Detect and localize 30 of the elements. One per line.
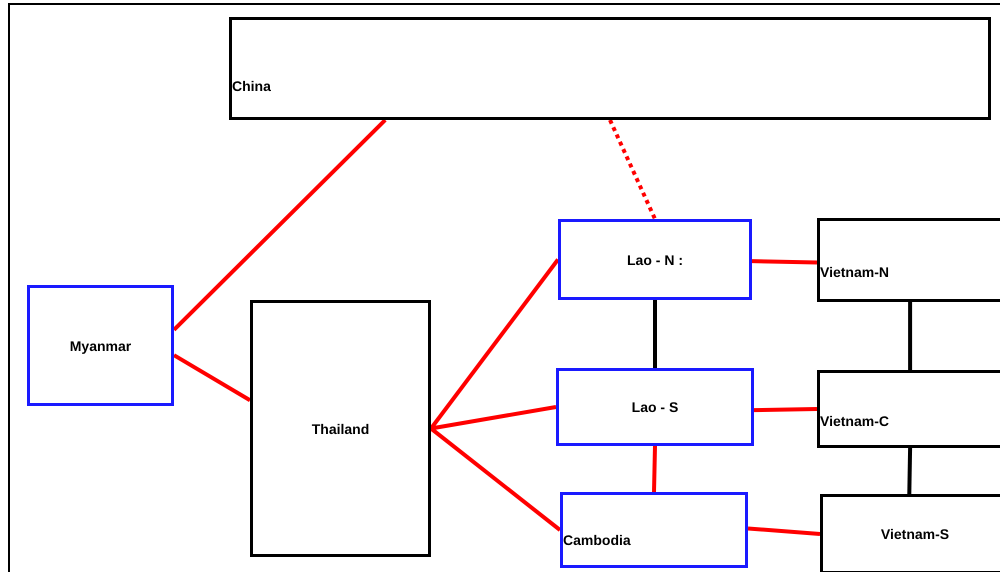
country-box xyxy=(560,492,748,568)
country-box xyxy=(817,370,1000,448)
connector-line xyxy=(172,353,252,402)
country-box xyxy=(27,285,174,406)
country-label: Lao - S xyxy=(632,399,678,415)
country-label: Vietnam-N xyxy=(820,264,889,280)
country-label: Myanmar xyxy=(70,338,132,354)
connector-line xyxy=(907,448,912,494)
connector-line xyxy=(754,407,818,412)
country-box xyxy=(250,300,431,557)
connector-line xyxy=(752,259,818,265)
country-label: China xyxy=(232,78,271,94)
connector-line xyxy=(430,405,556,430)
connector-line xyxy=(908,302,912,370)
country-box xyxy=(820,494,1000,572)
country-box xyxy=(817,218,1000,302)
connector-line xyxy=(430,426,562,532)
country-label: Vietnam-C xyxy=(820,413,889,429)
country-label: Cambodia xyxy=(563,532,631,548)
connector-line xyxy=(653,300,657,368)
connector-line xyxy=(652,446,657,492)
dotted-connector xyxy=(608,119,657,220)
country-label: Vietnam-S xyxy=(880,526,950,542)
country-label: Thailand xyxy=(312,420,370,436)
country-label: Lao - N : xyxy=(627,252,683,268)
connector-line xyxy=(172,118,387,332)
connector-line xyxy=(748,526,820,536)
country-box xyxy=(558,219,752,300)
country-box xyxy=(556,368,754,446)
country-box xyxy=(229,17,991,120)
